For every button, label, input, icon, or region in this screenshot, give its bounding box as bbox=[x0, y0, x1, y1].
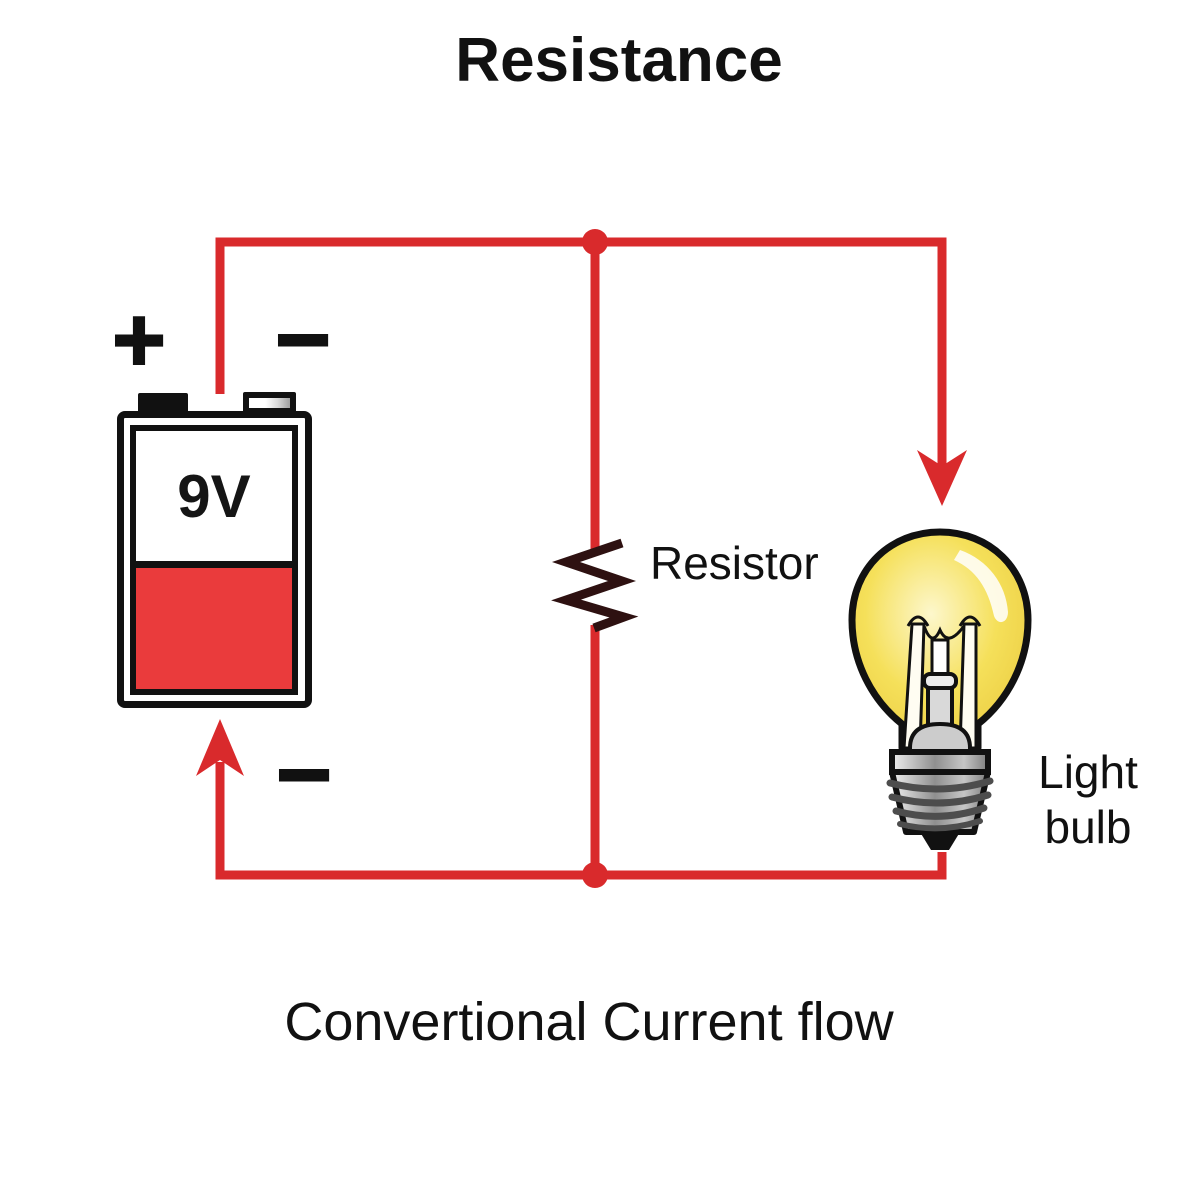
current-arrow-up-icon bbox=[196, 719, 244, 776]
battery-positive-terminal bbox=[138, 393, 188, 413]
base-dome bbox=[908, 721, 972, 754]
junction-dot-top bbox=[582, 229, 608, 255]
filament-wire bbox=[922, 625, 966, 640]
junction-dot-bottom bbox=[582, 862, 608, 888]
bulb-highlight bbox=[954, 550, 1008, 623]
base-thread-1 bbox=[886, 777, 994, 793]
battery-voltage-label: 9V bbox=[177, 462, 251, 530]
base-thread-2 bbox=[888, 791, 992, 807]
base-thread-3 bbox=[892, 804, 988, 820]
resistor-label: Resistor bbox=[650, 537, 819, 589]
caption-text: Convertional Current flow bbox=[284, 992, 894, 1052]
light-bulb-icon bbox=[848, 528, 1032, 850]
filament-hook-right bbox=[958, 615, 982, 627]
filament-hook-left bbox=[906, 615, 930, 627]
stem-upper bbox=[930, 638, 950, 678]
light-bulb-label-line2: bulb bbox=[1044, 801, 1132, 854]
minus-symbol-bottom: − bbox=[275, 721, 333, 828]
light-bulb-label: Light bulb bbox=[1038, 745, 1138, 855]
resistor-symbol bbox=[551, 538, 639, 633]
base-thread-4 bbox=[897, 818, 983, 832]
base-tip bbox=[920, 832, 960, 850]
wire-bottom-loop bbox=[215, 762, 947, 880]
battery-body: 9V bbox=[130, 425, 298, 695]
stem-collar bbox=[922, 672, 958, 690]
wire-top-loop bbox=[215, 237, 947, 468]
current-arrow-down-icon bbox=[917, 450, 967, 506]
light-bulb-label-line1: Light bbox=[1038, 746, 1138, 798]
plus-symbol: + bbox=[111, 289, 167, 391]
minus-symbol-top: − bbox=[274, 286, 332, 393]
battery-divider bbox=[136, 561, 292, 568]
page-title: Resistance bbox=[455, 26, 783, 95]
battery-charge-fill bbox=[136, 568, 292, 689]
